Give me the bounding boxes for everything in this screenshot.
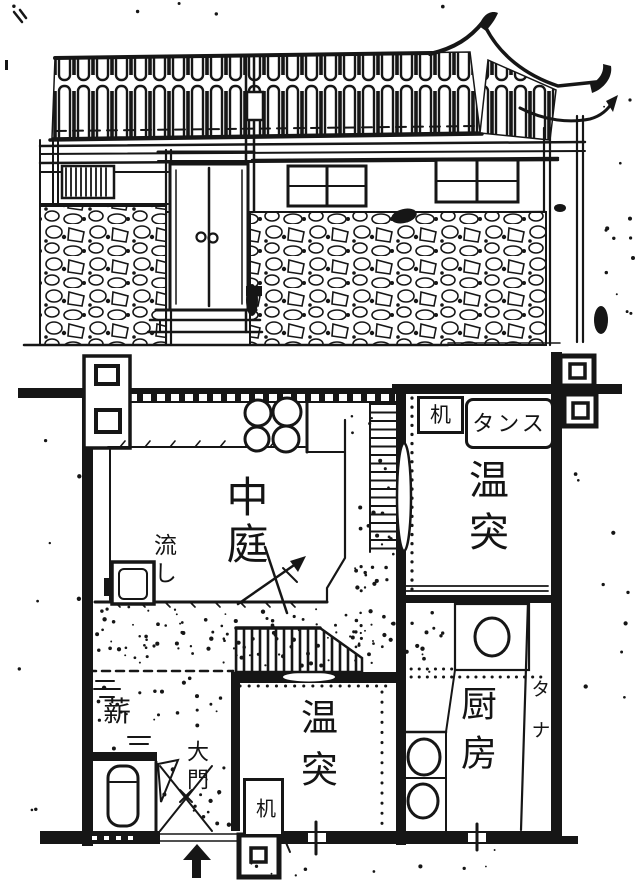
label-main-gate: 大門 — [184, 740, 209, 796]
label-desk-lower: 机 — [243, 778, 284, 837]
door-ring-handle-icon — [195, 231, 207, 243]
door-leaf-oval — [395, 441, 413, 553]
roof-tiles — [51, 51, 481, 139]
label-sink: 流し — [150, 533, 176, 589]
window-grid-right — [434, 158, 520, 204]
awning-hatch — [234, 626, 364, 674]
dirt-floor-dots — [12, 2, 633, 877]
stone-wall-right — [249, 211, 547, 346]
north-arrow-icon — [236, 545, 306, 615]
kitchen-fixtures — [401, 600, 546, 832]
label-tansu: タンス — [465, 398, 554, 449]
stairs-icon — [369, 402, 397, 553]
elevation-drawing — [5, 8, 635, 347]
roof-finial-icon — [479, 12, 498, 32]
stone-wall-left — [39, 205, 167, 346]
entrance-arrow-icon — [183, 844, 211, 878]
sink-basin — [104, 560, 156, 606]
stove-pot-icon — [473, 616, 511, 658]
room-label-ondol-upper: 温突 — [463, 459, 508, 563]
storage-jars-icon — [243, 396, 303, 454]
label-firewood: 薪 — [102, 697, 131, 728]
eave-hook-icon — [590, 64, 612, 93]
stove-pot-icon — [406, 737, 442, 777]
room-label-ondol-lower: 温突 — [294, 698, 336, 802]
eave-curve — [428, 20, 485, 56]
label-desk-upper: 机 — [417, 396, 464, 434]
ridge-curve — [484, 26, 598, 88]
pillar-base-bottom — [236, 832, 291, 880]
lower-eave — [518, 99, 615, 123]
entrance-door — [146, 150, 264, 334]
shelf-divider — [519, 600, 530, 832]
slatted-window — [60, 164, 116, 200]
stove-pot-icon — [406, 782, 440, 820]
window-grid-left — [286, 164, 368, 208]
corner-pillar-topleft — [82, 354, 132, 450]
lower-eave-tip-icon — [606, 95, 618, 112]
room-label-kitchen: 厨房 — [456, 685, 496, 783]
firewood-area — [86, 669, 235, 755]
tub-icon — [106, 764, 140, 828]
door-ring-handle-icon — [207, 232, 219, 244]
wall-texture-dots — [92, 836, 133, 840]
label-shelf: タナ — [528, 679, 550, 761]
storeroom — [106, 764, 140, 828]
floor-plan-drawing — [12, 2, 633, 880]
ink-blots — [5, 8, 635, 334]
room-label-courtyard: 中庭 — [220, 475, 266, 569]
corner-pillar-topright — [557, 353, 599, 429]
ondol-lower-room — [234, 626, 394, 828]
